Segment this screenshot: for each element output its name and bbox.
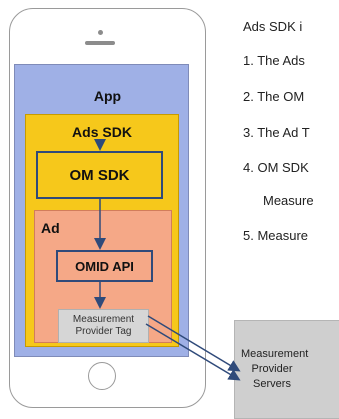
servers-label-line2: Provider — [251, 363, 293, 375]
ad-label: Ad — [41, 220, 60, 236]
ads-sdk-label: Ads SDK — [72, 124, 132, 140]
step-1: 1. The Ads — [243, 53, 305, 68]
measurement-provider-tag: Measurement Provider Tag — [58, 309, 149, 343]
speaker-slot — [85, 41, 115, 45]
arrow-tag-to-servers-1 — [147, 315, 241, 372]
om-sdk-box: OM SDK — [36, 151, 163, 199]
steps-heading: Ads SDK i — [243, 19, 303, 34]
tag-label-line1: Measurement — [72, 314, 135, 325]
omid-api-box: OMID API — [56, 250, 153, 282]
servers-label-line3: Servers — [253, 378, 291, 390]
step-3: 3. The Ad T — [243, 125, 310, 140]
servers-label-line1: Measurement — [241, 348, 309, 360]
camera-dot — [98, 30, 103, 35]
app-label: App — [93, 88, 122, 104]
tag-label-line2: Provider Tag — [75, 326, 132, 337]
omid-api-label: OMID API — [75, 258, 134, 274]
arrow-tag-to-servers-2 — [145, 323, 241, 381]
step-2: 2. The OM — [243, 89, 305, 104]
step-4-continued: Measure — [263, 193, 314, 208]
step-5: 5. Measure — [243, 228, 309, 243]
home-button — [88, 362, 116, 390]
om-sdk-label: OM SDK — [69, 166, 130, 184]
step-4: 4. OM SDK — [243, 160, 309, 175]
measurement-provider-servers: Measurement Provider Servers — [234, 320, 339, 419]
steps-list: Ads SDK i 1. The Ads 2. The OM 3. The Ad… — [243, 0, 339, 300]
